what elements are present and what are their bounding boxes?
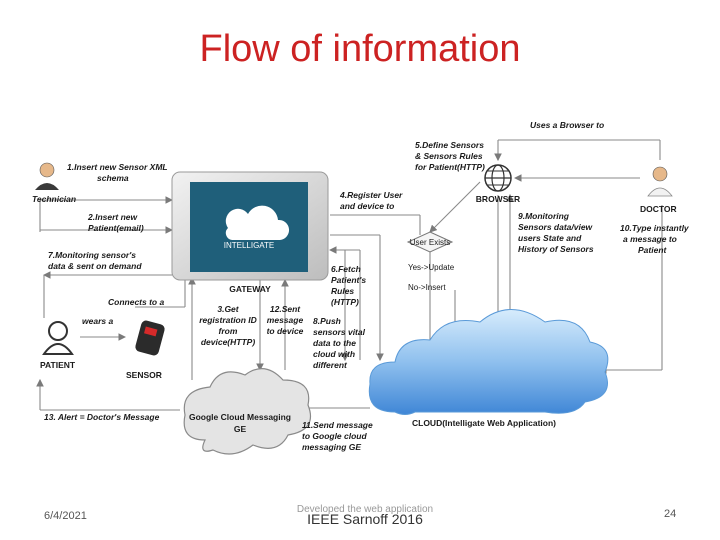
svg-text:2.Insert new: 2.Insert new xyxy=(87,212,139,222)
gcm-label-line2: GE xyxy=(234,424,247,434)
browser-globe-icon xyxy=(484,164,512,192)
sensor-label: SENSOR xyxy=(126,370,162,380)
step-2-label: 2.Insert new Patient(email) xyxy=(87,212,144,233)
doctor-label: DOCTOR xyxy=(640,204,677,214)
svg-text:messaging GE: messaging GE xyxy=(302,442,361,452)
svg-text:History of Sensors: History of Sensors xyxy=(518,244,594,254)
svg-text:schema: schema xyxy=(97,173,129,183)
svg-text:9.Monitoring: 9.Monitoring xyxy=(518,211,570,221)
svg-text:sensors vital: sensors vital xyxy=(313,327,366,337)
footer-small-text: Developed the web application xyxy=(296,504,434,515)
user-exists-decision xyxy=(406,231,454,253)
page-number: 24 xyxy=(664,508,677,520)
gateway-label: GATEWAY xyxy=(229,284,271,294)
step-4-label: 4.Register User and device to xyxy=(339,190,403,211)
svg-text:cloud with: cloud with xyxy=(313,349,355,359)
flow-arrows xyxy=(36,139,663,412)
step-6-label: 6.Fetch Patient's Rules (HTTP) xyxy=(331,264,366,307)
patient-icon xyxy=(42,321,74,355)
svg-text:8.Push: 8.Push xyxy=(313,316,341,326)
connects-label: Connects to a xyxy=(108,297,164,307)
svg-text:4.Register User: 4.Register User xyxy=(339,190,403,200)
footer-main-text: IEEE Sarnoff 2016 xyxy=(307,511,423,527)
gcm-cloud-shape xyxy=(183,368,312,455)
step-8-label: 8.Push sensors vital data to the cloud w… xyxy=(313,316,366,370)
svg-text:Sensors data/view: Sensors data/view xyxy=(518,222,594,232)
slide-title: Flow of information xyxy=(199,28,521,70)
svg-text:from: from xyxy=(219,326,238,336)
svg-text:for Patient(HTTP): for Patient(HTTP) xyxy=(415,162,485,172)
svg-text:to device: to device xyxy=(267,326,304,336)
svg-text:registration ID: registration ID xyxy=(199,315,257,325)
technician-label: Technician xyxy=(32,194,76,204)
svg-text:data to the: data to the xyxy=(313,338,356,348)
doctor-icon xyxy=(647,166,673,197)
sensor-icon xyxy=(135,320,165,356)
svg-text:to Google cloud: to Google cloud xyxy=(302,431,367,441)
svg-text:(HTTP): (HTTP) xyxy=(331,297,359,307)
svg-text:5.Define Sensors: 5.Define Sensors xyxy=(415,140,484,150)
wears-label: wears a xyxy=(82,316,113,326)
svg-text:different: different xyxy=(313,360,348,370)
svg-text:device(HTTP): device(HTTP) xyxy=(201,337,255,347)
gateway-logo-text: INTELLIGATE xyxy=(224,241,275,250)
yes-update-label: Yes->Update xyxy=(408,263,455,272)
svg-text:6.Fetch: 6.Fetch xyxy=(331,264,361,274)
step-10-label: 10.Type instantly a message to Patient xyxy=(620,223,690,255)
svg-text:1.Insert new Sensor XML: 1.Insert new Sensor XML xyxy=(67,162,168,172)
svg-text:Patient: Patient xyxy=(638,245,668,255)
cloud-label: CLOUD(Intelligate Web Application) xyxy=(412,418,556,428)
svg-text:3.Get: 3.Get xyxy=(217,304,239,314)
step-11-label: 11.Send message to Google cloud messagin… xyxy=(302,420,373,452)
step-7-label: 7.Monitoring sensor's data & sent on dem… xyxy=(48,250,142,271)
svg-text:a message to: a message to xyxy=(623,234,677,244)
svg-text:users State and: users State and xyxy=(518,233,582,243)
gateway-device: INTELLIGATE xyxy=(171,171,329,281)
technician-icon xyxy=(35,162,59,190)
svg-text:7.Monitoring sensor's: 7.Monitoring sensor's xyxy=(48,250,136,260)
no-insert-label: No->Insert xyxy=(408,283,446,292)
svg-text:11.Send message: 11.Send message xyxy=(302,420,373,430)
svg-text:Patient's: Patient's xyxy=(331,275,366,285)
svg-text:10.Type instantly: 10.Type instantly xyxy=(620,223,690,233)
svg-text:12.Sent: 12.Sent xyxy=(270,304,301,314)
svg-text:and device to: and device to xyxy=(340,201,394,211)
uses-browser-label: Uses a Browser to xyxy=(530,120,604,130)
slide-date: 6/4/2021 xyxy=(44,510,87,522)
step-9-label: 9.Monitoring Sensors data/view users Sta… xyxy=(518,211,594,254)
svg-text:& Sensors Rules: & Sensors Rules xyxy=(415,151,483,161)
step-3-label: 3.Get registration ID from device(HTTP) xyxy=(199,304,257,347)
svg-text:Patient(email): Patient(email) xyxy=(88,223,144,233)
step-12-label: 12.Sent message to device xyxy=(267,304,304,336)
patient-label: PATIENT xyxy=(40,360,76,370)
user-exists-label: User Exists xyxy=(410,238,450,247)
svg-text:data & sent on demand: data & sent on demand xyxy=(48,261,142,271)
intelligate-cloud-shape xyxy=(368,309,609,415)
step-5-label: 5.Define Sensors & Sensors Rules for Pat… xyxy=(415,140,485,172)
gcm-label-line1: Google Cloud Messaging xyxy=(189,412,291,422)
step-1-label: 1.Insert new Sensor XML schema xyxy=(67,162,168,183)
step-13-label: 13. Alert = Doctor's Message xyxy=(44,412,160,422)
browser-label: BROWSER xyxy=(476,194,520,204)
svg-text:Rules: Rules xyxy=(331,286,354,296)
svg-text:message: message xyxy=(267,315,304,325)
